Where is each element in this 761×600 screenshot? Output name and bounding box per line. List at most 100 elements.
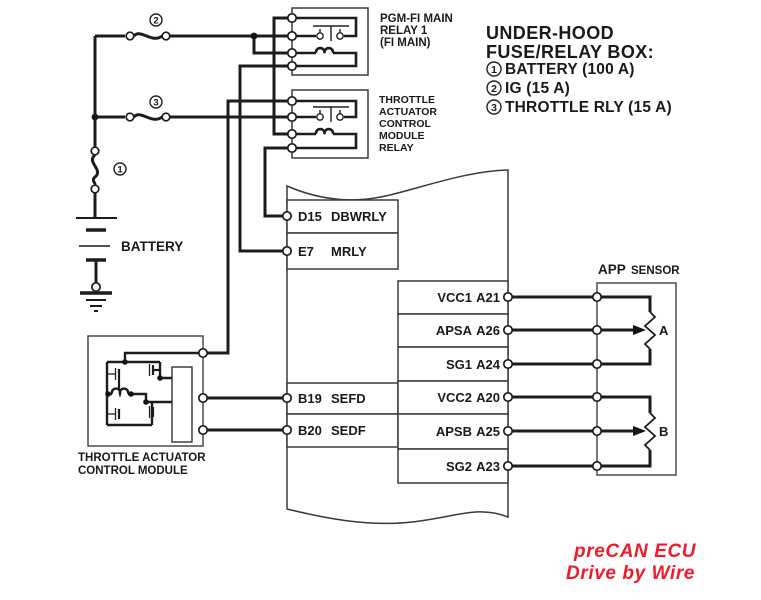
fuse-terminal bbox=[125, 31, 135, 41]
relay-label-line: CONTROL bbox=[379, 118, 431, 130]
pin-name: APSA bbox=[436, 323, 473, 338]
pin-name: SEFD bbox=[331, 391, 366, 406]
ecm-terminal bbox=[502, 291, 514, 303]
module-connector bbox=[171, 366, 193, 443]
legend-item: BATTERY (100 A) bbox=[505, 61, 635, 78]
pot-b-wires bbox=[597, 395, 652, 468]
pot-a-wires bbox=[597, 295, 652, 366]
transistor-bars bbox=[117, 365, 160, 419]
module-terminal bbox=[197, 392, 209, 404]
ecm-terminal bbox=[281, 392, 293, 404]
relay-armature bbox=[313, 106, 349, 122]
pin-box-apsa bbox=[397, 313, 509, 348]
pin-name: VCC2 bbox=[437, 390, 472, 405]
relay-internal-wires bbox=[292, 16, 358, 68]
pot-b-wiper-arrow bbox=[633, 426, 646, 436]
relay-terminal bbox=[286, 47, 298, 59]
sensor-terminal bbox=[591, 425, 603, 437]
legend-number-circle bbox=[486, 80, 502, 96]
relay-label-line: PGM-FI MAIN bbox=[380, 13, 453, 25]
relay-label-line: MODULE bbox=[379, 130, 425, 142]
pin-id: A21 bbox=[476, 290, 500, 305]
relay-contact bbox=[336, 32, 344, 40]
pin-id: A23 bbox=[476, 459, 500, 474]
junction-dot bbox=[91, 113, 99, 121]
sensor-title-main: APP bbox=[598, 262, 626, 277]
pin-box-b20 bbox=[286, 413, 399, 448]
sensor-terminal bbox=[591, 358, 603, 370]
pin-box-sg2 bbox=[397, 448, 509, 484]
fuse-terminal bbox=[125, 112, 135, 122]
underhood-fuse-relay-legend: UNDER-HOOD FUSE/RELAY BOX: 1 BATTERY (10… bbox=[486, 23, 672, 116]
watermark: preCAN ECU Drive by Wire bbox=[566, 541, 697, 584]
fuse-throttle-rly: 3 bbox=[125, 95, 171, 122]
pin-id: B19 bbox=[298, 391, 322, 406]
fuse-battery: 1 bbox=[90, 146, 127, 194]
pin-id: A25 bbox=[476, 424, 500, 439]
battery-symbol: BATTERY bbox=[76, 217, 183, 312]
fuse-element bbox=[90, 153, 100, 187]
sensor-title-sub: SENSOR bbox=[631, 265, 680, 277]
watermark-line1: preCAN ECU bbox=[573, 541, 697, 562]
power-wires bbox=[93, 16, 597, 468]
junction-dot bbox=[143, 399, 149, 405]
fuse-number-circle bbox=[113, 162, 127, 176]
ground-terminal bbox=[90, 281, 102, 293]
fuse-number-circle bbox=[149, 95, 163, 109]
pin-id: A26 bbox=[476, 323, 500, 338]
pin-box-b19 bbox=[286, 382, 399, 415]
junction-dot bbox=[122, 359, 128, 365]
legend-title-line1: UNDER-HOOD bbox=[486, 23, 614, 43]
junction-dot bbox=[105, 391, 111, 397]
pot-a-resistor bbox=[643, 311, 657, 350]
transistor-gates bbox=[107, 364, 151, 420]
relay-throttle-actuator-module: THROTTLE ACTUATOR CONTROL MODULE RELAY bbox=[286, 89, 437, 159]
pot-b-label: B bbox=[659, 424, 668, 439]
ecm-terminal bbox=[281, 424, 293, 436]
ecm-terminal bbox=[502, 391, 514, 403]
legend-number: 2 bbox=[491, 83, 497, 95]
pin-name: VCC1 bbox=[437, 290, 472, 305]
pin-name: SG2 bbox=[446, 459, 472, 474]
pin-id: A24 bbox=[476, 357, 501, 372]
sensor-terminal bbox=[591, 460, 603, 472]
relay-terminal bbox=[286, 60, 298, 72]
relay-label-line: ACTUATOR bbox=[379, 106, 437, 118]
pot-b-resistor bbox=[643, 412, 657, 451]
fuse-element bbox=[132, 113, 163, 121]
relay-contact bbox=[336, 113, 344, 121]
junction-dot bbox=[250, 32, 258, 40]
module-label-line1: THROTTLE ACTUATOR bbox=[78, 452, 206, 464]
relay-label-line: THROTTLE bbox=[379, 94, 435, 106]
ecm-terminal bbox=[502, 324, 514, 336]
pin-box-vcc1 bbox=[397, 280, 509, 315]
relay-terminal bbox=[286, 30, 298, 42]
relay-terminal bbox=[286, 128, 298, 140]
sensor-terminal bbox=[591, 324, 603, 336]
relay-contact bbox=[316, 32, 324, 40]
pot-a-wiper-arrow bbox=[633, 325, 646, 335]
legend-title-line2: FUSE/RELAY BOX: bbox=[486, 42, 654, 62]
power-wiring bbox=[91, 16, 597, 468]
ecm-terminal bbox=[281, 210, 293, 222]
relay-terminal bbox=[286, 111, 298, 123]
module-terminal bbox=[197, 424, 209, 436]
pin-id: E7 bbox=[298, 244, 314, 259]
pin-box-apsb bbox=[397, 413, 509, 450]
sensor-terminal bbox=[591, 391, 603, 403]
fuse-terminal bbox=[90, 146, 100, 156]
pin-name: DBWRLY bbox=[331, 209, 387, 224]
ground-hatch bbox=[86, 299, 106, 312]
fuse-number-circle bbox=[149, 13, 163, 27]
legend-number: 3 bbox=[491, 102, 497, 114]
pin-name: MRLY bbox=[331, 244, 367, 259]
ecm-terminal bbox=[502, 460, 514, 472]
watermark-line2: Drive by Wire bbox=[566, 563, 695, 584]
relay-terminal bbox=[286, 12, 298, 24]
junction-dot bbox=[128, 391, 134, 397]
module-terminal bbox=[197, 347, 209, 359]
junction-dot bbox=[157, 375, 163, 381]
pin-id: B20 bbox=[298, 423, 322, 438]
